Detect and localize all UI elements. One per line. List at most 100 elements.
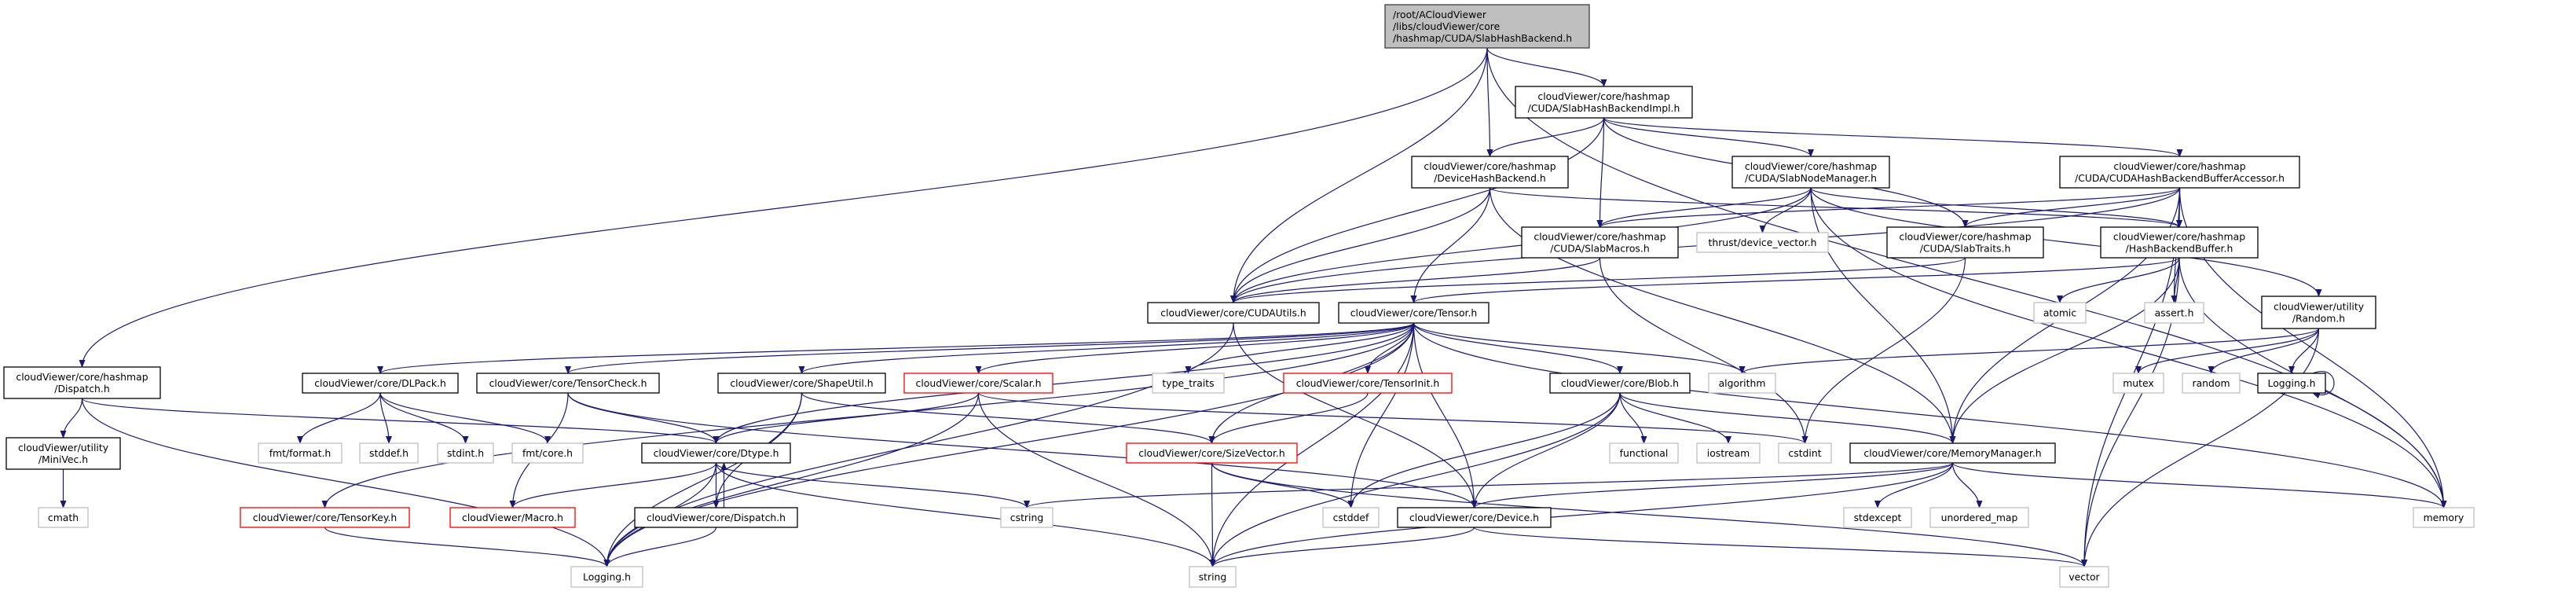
node-box	[1549, 373, 1691, 394]
edge-devhash-to-hbb	[1489, 187, 2182, 228]
node-hbb[interactable]: cloudViewer/core/hashmap/HashBackendBuff…	[2100, 226, 2259, 259]
node-cdispatch[interactable]: cloudViewer/core/Dispatch.h	[634, 507, 798, 528]
edge-nodemgr-to-memory	[1810, 187, 2447, 508]
node-label: cloudViewer/utility	[2274, 301, 2364, 313]
node-label: cloudViewer/core/hashmap	[1899, 231, 2031, 243]
node-stdint[interactable]: stdint.h	[437, 442, 494, 464]
edge-dlpack-to-stdint	[379, 392, 469, 444]
node-vector[interactable]: vector	[2059, 566, 2109, 588]
node-iostream[interactable]: iostream	[1696, 442, 1761, 464]
node-box	[240, 507, 410, 528]
edge-hdispatch-to-dtype	[81, 398, 720, 444]
node-hdispatch[interactable]: cloudViewer/core/hashmap/Dispatch.h	[3, 366, 161, 399]
node-assert[interactable]: assert.h	[2144, 302, 2204, 324]
edge-blob-to-device	[1471, 392, 1621, 508]
node-nodemgr[interactable]: cloudViewer/core/hashmap/CUDA/SlabNodeMa…	[1731, 156, 1890, 189]
node-cudautils[interactable]: cloudViewer/core/CUDAUtils.h	[1147, 302, 1320, 324]
node-tensorinit[interactable]: cloudViewer/core/TensorInit.h	[1283, 373, 1453, 394]
node-box	[1731, 156, 1890, 189]
node-box	[1000, 507, 1053, 528]
node-label: /HashBackendBuffer.h	[2126, 243, 2233, 255]
node-box	[1929, 507, 2029, 528]
node-label: string	[1199, 571, 1227, 583]
node-label: /hashmap/CUDA/SlabHashBackend.h	[1393, 32, 1572, 44]
node-tensor[interactable]: cloudViewer/core/Tensor.h	[1338, 302, 1490, 324]
node-box	[359, 442, 419, 464]
edge-random_h-to-ulogging	[2288, 328, 2320, 374]
edge-impl-to-cudautils	[1230, 117, 1605, 303]
node-box	[1696, 442, 1761, 464]
node-memmgr[interactable]: cloudViewer/core/MemoryManager.h	[1849, 442, 2056, 464]
node-dlpack[interactable]: cloudViewer/core/DLPack.h	[302, 373, 459, 394]
edge-memmgr-to-cstring	[1024, 462, 1954, 508]
node-cstddef[interactable]: cstddef	[1322, 507, 1380, 528]
node-accessor[interactable]: cloudViewer/core/hashmap/CUDA/CUDAHashBa…	[2059, 156, 2300, 189]
node-label: cloudViewer/core/MemoryManager.h	[1863, 447, 2041, 459]
node-label: cloudViewer/Macro.h	[462, 512, 563, 523]
node-label: cloudViewer/core/TensorCheck.h	[489, 377, 647, 389]
node-logging[interactable]: Logging.h	[570, 566, 643, 588]
node-box	[2257, 373, 2326, 394]
node-fmtcore[interactable]: fmt/core.h	[511, 442, 584, 464]
node-cmath[interactable]: cmath	[38, 507, 89, 528]
node-main[interactable]: /root/ACloudViewer/libs/cloudViewer/core…	[1384, 4, 1590, 49]
node-label: /Random.h	[2292, 313, 2345, 325]
edge-impl-to-accessor	[1603, 117, 2183, 157]
node-scalar[interactable]: cloudViewer/core/Scalar.h	[903, 373, 1053, 394]
node-type_traits[interactable]: type_traits	[1152, 373, 1225, 394]
node-macro[interactable]: cloudViewer/Macro.h	[449, 507, 576, 528]
edge-scalar-to-string	[977, 392, 1216, 567]
node-fmtformat[interactable]: fmt/format.h	[258, 442, 343, 464]
node-label: vector	[2068, 571, 2100, 583]
node-label: /CUDA/SlabNodeManager.h	[1745, 172, 1877, 184]
edge-memmgr-to-device	[1471, 462, 1954, 508]
node-unordered_map[interactable]: unordered_map	[1929, 507, 2029, 528]
node-sizevector[interactable]: cloudViewer/core/SizeVector.h	[1126, 442, 1298, 464]
node-tensorcheck[interactable]: cloudViewer/core/TensorCheck.h	[476, 373, 660, 394]
edge-memmgr-to-unordered_map	[1951, 462, 1983, 508]
node-label: cloudViewer/core/hashmap	[1534, 231, 1665, 243]
node-box	[1152, 373, 1225, 394]
node-thrust[interactable]: thrust/device_vector.h	[1696, 232, 1829, 253]
edge-main-to-devhash	[1486, 47, 1493, 157]
node-random[interactable]: random	[2182, 373, 2241, 394]
node-algorithm[interactable]: algorithm	[1708, 373, 1776, 394]
node-stddef[interactable]: stddef.h	[359, 442, 419, 464]
edge-dlpack-to-fmtcore	[379, 392, 551, 444]
node-label: /CUDA/SlabMacros.h	[1550, 243, 1649, 255]
node-macros[interactable]: cloudViewer/core/hashmap/CUDA/SlabMacros…	[1521, 226, 1679, 259]
node-minivec[interactable]: cloudViewer/utility/MiniVec.h	[5, 437, 121, 470]
node-box	[1397, 507, 1552, 528]
edge-tensor-to-blob	[1413, 322, 1623, 374]
node-label: cloudViewer/core/Blob.h	[1561, 377, 1679, 389]
node-label: cloudViewer/core/hashmap	[1424, 160, 1555, 172]
node-cstdint[interactable]: cstdint	[1778, 442, 1832, 464]
node-label: algorithm	[1719, 377, 1766, 389]
node-memory[interactable]: memory	[2413, 507, 2475, 528]
node-impl[interactable]: cloudViewer/core/hashmap/CUDA/SlabHashBa…	[1515, 86, 1693, 119]
node-box	[1778, 442, 1832, 464]
node-functional[interactable]: functional	[1609, 442, 1679, 464]
node-devhash[interactable]: cloudViewer/core/hashmap/DeviceHashBacke…	[1411, 156, 1569, 189]
node-box	[1886, 226, 2044, 259]
node-stdexcept[interactable]: stdexcept	[1843, 507, 1912, 528]
node-mutex[interactable]: mutex	[2112, 373, 2164, 394]
node-device[interactable]: cloudViewer/core/Device.h	[1397, 507, 1552, 528]
node-dtype[interactable]: cloudViewer/core/Dtype.h	[641, 442, 791, 464]
node-cstring[interactable]: cstring	[1000, 507, 1053, 528]
node-atomic[interactable]: atomic	[2033, 302, 2087, 324]
node-string[interactable]: string	[1189, 566, 1237, 588]
node-random_h[interactable]: cloudViewer/utility/Random.h	[2261, 296, 2376, 329]
node-shapeutil[interactable]: cloudViewer/core/ShapeUtil.h	[717, 373, 886, 394]
node-box	[511, 442, 584, 464]
node-box	[2059, 566, 2109, 588]
edge-tensor-to-type_traits	[1185, 322, 1415, 374]
node-blob[interactable]: cloudViewer/core/Blob.h	[1549, 373, 1691, 394]
edge-ulogging-to-ulogging	[2312, 371, 2335, 398]
node-box	[2261, 296, 2376, 329]
node-box	[1322, 507, 1380, 528]
node-tensorkey[interactable]: cloudViewer/core/TensorKey.h	[240, 507, 410, 528]
node-traits[interactable]: cloudViewer/core/hashmap/CUDA/SlabTraits…	[1886, 226, 2044, 259]
edge-tensor-to-string	[1209, 322, 1415, 567]
node-ulogging[interactable]: Logging.h	[2257, 373, 2326, 394]
